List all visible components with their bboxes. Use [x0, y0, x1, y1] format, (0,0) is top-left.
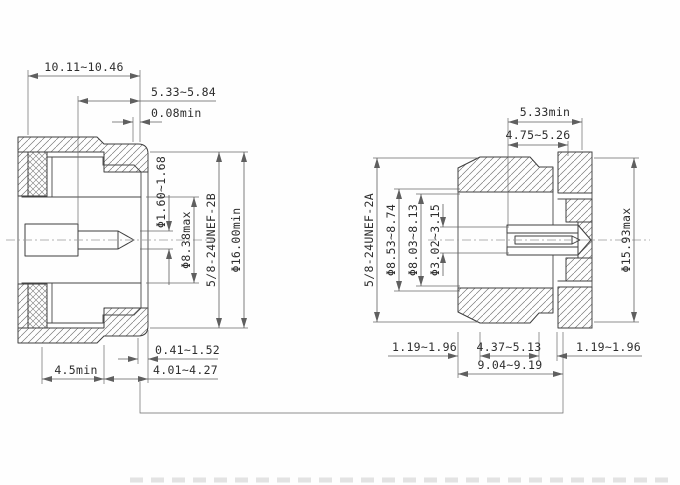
- dim-label-groove-center: 4.37~5.13: [476, 340, 541, 354]
- dim-label-thread-spec-2b: 5/8-24UNEF-2B: [204, 193, 218, 287]
- dim-label-pin-diameter: Φ1.60~1.68: [154, 156, 168, 228]
- female-shell-top-band: [457, 156, 554, 193]
- male-connector-view: 10.11~10.46 5.33~5.84 0.08min Φ1.60~1.68…: [6, 60, 564, 414]
- male-shell-top-band: [17, 136, 149, 173]
- dim-label-bore-diameter: Φ8.38max: [179, 211, 193, 269]
- male-shell-bottom-band: [17, 307, 149, 344]
- dim-label-face-gap: 0.08min: [151, 106, 202, 120]
- female-connector-body: [457, 151, 593, 329]
- dim-label-front-depth: 4.01~4.27: [153, 363, 218, 377]
- male-connector-body: [17, 136, 149, 344]
- male-insulator-top: [27, 151, 48, 197]
- dim-label-thread-spec-2a: 5/8-24UNEF-2A: [362, 193, 376, 287]
- dim-label-shell-length: 9.04~9.19: [477, 358, 542, 372]
- female-back-insulator-bottom: [565, 257, 593, 282]
- dim-label-groove-left: 1.19~1.96: [392, 340, 457, 354]
- female-shell-bottom-band: [457, 287, 554, 324]
- dim-label-thread-length: 5.33min: [520, 105, 571, 119]
- dim-label-socket-diameter: Φ3.02~3.15: [428, 204, 442, 276]
- male-back-wall-top: [17, 151, 29, 197]
- dim-label-thread-diameter: Φ16.00min: [229, 207, 243, 272]
- female-back-nut-bottom: [557, 286, 593, 329]
- mating-reference-line: [139, 374, 564, 414]
- dim-label-outer-diameter: Φ15.93max: [619, 207, 633, 272]
- female-connector-view: 5.33min 4.75~5.26 5/8-24UNEF-2A Φ8.53~8.…: [362, 105, 650, 378]
- dim-label-bore-diameter-max: Φ8.53~8.74: [384, 204, 398, 276]
- female-connector-dimensions: 5.33min 4.75~5.26 5/8-24UNEF-2A Φ8.53~8.…: [362, 105, 642, 378]
- male-insulator-bottom: [27, 283, 48, 329]
- male-back-wall-bottom: [17, 283, 29, 329]
- female-back-insulator-top: [565, 198, 593, 223]
- male-connector-dimensions: 10.11~10.46 5.33~5.84 0.08min Φ1.60~1.68…: [27, 60, 564, 414]
- dim-label-front-length: 5.33~5.84: [151, 85, 216, 99]
- female-back-nut-top: [557, 151, 593, 194]
- dim-label-step-width: 0.41~1.52: [155, 343, 220, 357]
- dim-label-body-length: 10.11~10.46: [44, 60, 123, 74]
- dim-label-back-length: 4.5min: [54, 363, 97, 377]
- dim-label-groove-right: 1.19~1.96: [576, 340, 641, 354]
- dim-label-coupling-length: 4.75~5.26: [505, 128, 570, 142]
- dim-label-bore-diameter-min: Φ8.03~8.13: [406, 204, 420, 276]
